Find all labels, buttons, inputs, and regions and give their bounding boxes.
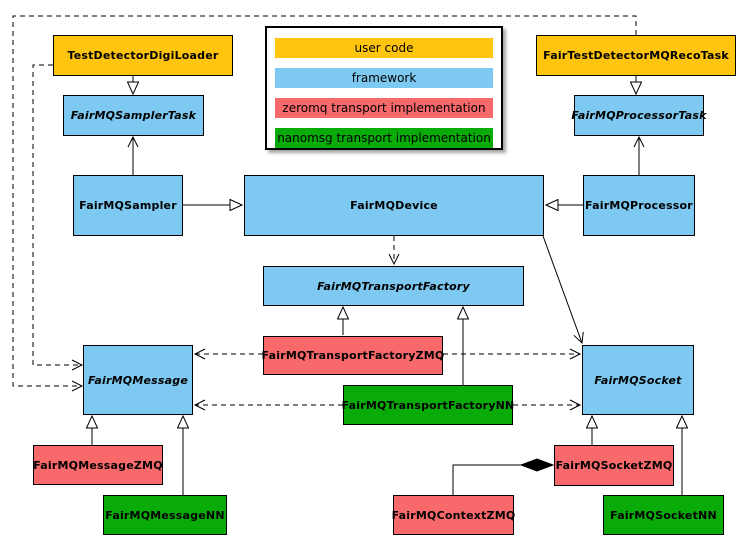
class-box-fairmqdevice: FairMQDevice <box>244 175 544 236</box>
class-box-fairmqsamplertask: FairMQSamplerTask <box>63 95 204 136</box>
edge-dep-recotask-message <box>12 15 637 392</box>
class-box-fairtestdetectormqrecotask: FairTestDetectorMQRecoTask <box>536 35 736 76</box>
class-box-fairmqmessagenn: FairMQMessageNN <box>103 495 227 535</box>
legend-item-zeromq: zeromq transport implementation <box>275 98 493 118</box>
class-box-fairmqmessage: FairMQMessage <box>83 345 193 415</box>
class-box-fairmqprocessortask: FairMQProcessorTask <box>571 95 706 136</box>
legend-item-nanomsg: nanomsg transport implementation <box>275 128 493 148</box>
class-box-fairmqsocket: FairMQSocket <box>582 345 694 415</box>
class-box-fairmqsocketnn: FairMQSocketNN <box>603 495 724 535</box>
edge-comp-contextzmq-socketzmq <box>452 464 521 495</box>
composition-diamond <box>519 458 555 472</box>
legend-item-user-code: user code <box>275 38 493 58</box>
class-box-fairmqtransportfactorynn: FairMQTransportFactoryNN <box>342 385 514 425</box>
legend-item-framework: framework <box>275 68 493 88</box>
class-box-fairmqmessagezmq: FairMQMessageZMQ <box>33 445 163 485</box>
class-box-fairmqsocketzmq: FairMQSocketZMQ <box>554 445 674 486</box>
edge-dep-digiloader-message <box>32 64 84 371</box>
edge-assoc-device-socket <box>542 235 584 345</box>
legend-box: user code framework zeromq transport imp… <box>265 26 503 150</box>
class-box-fairmqtransportfactoryzmq: FairMQTransportFactoryZMQ <box>262 336 444 375</box>
class-box-testdetectordigiloader: TestDetectorDigiLoader <box>53 35 233 76</box>
class-box-fairmqprocessor: FairMQProcessor <box>583 175 695 236</box>
class-box-fairmqtransportfactory: FairMQTransportFactory <box>263 266 524 306</box>
class-box-fairmqcontextzmq: FairMQContextZMQ <box>392 495 515 535</box>
class-box-fairmqsampler: FairMQSampler <box>73 175 183 236</box>
